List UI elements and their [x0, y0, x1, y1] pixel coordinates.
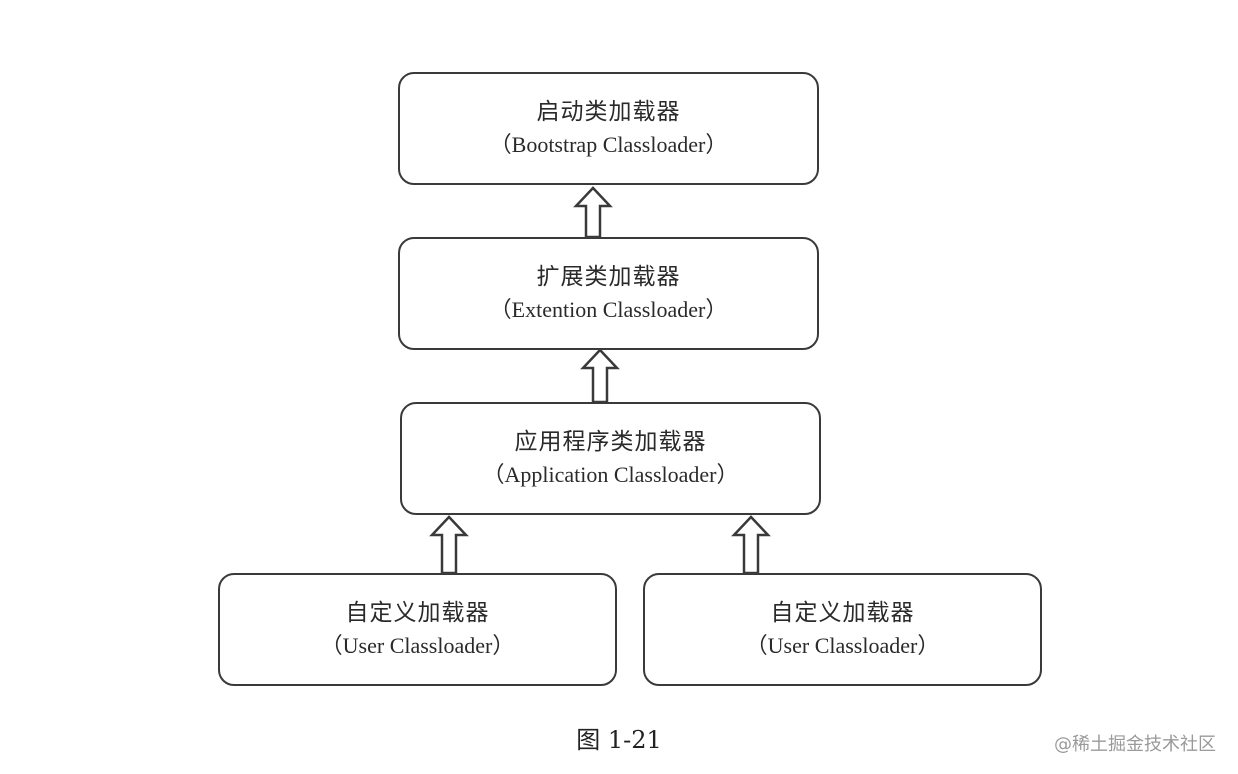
user-right-node-label-en: （User Classloader）	[745, 632, 940, 658]
user-classloader-node-right: 自定义加载器 （User Classloader）	[643, 573, 1042, 686]
application-node-label-cn: 应用程序类加载器	[514, 428, 707, 455]
arrow-user-left-to-app	[429, 515, 469, 575]
extension-classloader-node: 扩展类加载器 （Extention Classloader）	[398, 237, 819, 350]
extension-node-label-en: （Extention Classloader）	[489, 296, 728, 322]
application-node-label-en: （Application Classloader）	[482, 461, 739, 487]
user-left-node-label-cn: 自定义加载器	[345, 599, 490, 626]
user-classloader-node-left: 自定义加载器 （User Classloader）	[218, 573, 617, 686]
arrow-app-to-ext	[580, 348, 620, 404]
bootstrap-node-label-en: （Bootstrap Classloader）	[489, 131, 728, 157]
extension-node-label-cn: 扩展类加载器	[536, 263, 681, 290]
user-left-node-label-en: （User Classloader）	[320, 632, 515, 658]
arrow-ext-to-bootstrap	[573, 186, 613, 239]
user-right-node-label-cn: 自定义加载器	[770, 599, 915, 626]
bootstrap-classloader-node: 启动类加载器 （Bootstrap Classloader）	[398, 72, 819, 185]
figure-caption: 图 1-21	[576, 726, 662, 754]
bootstrap-node-label-cn: 启动类加载器	[536, 98, 681, 125]
arrow-user-right-to-app	[731, 515, 771, 575]
application-classloader-node: 应用程序类加载器 （Application Classloader）	[400, 402, 821, 515]
watermark: @稀土掘金技术社区	[1054, 734, 1216, 755]
